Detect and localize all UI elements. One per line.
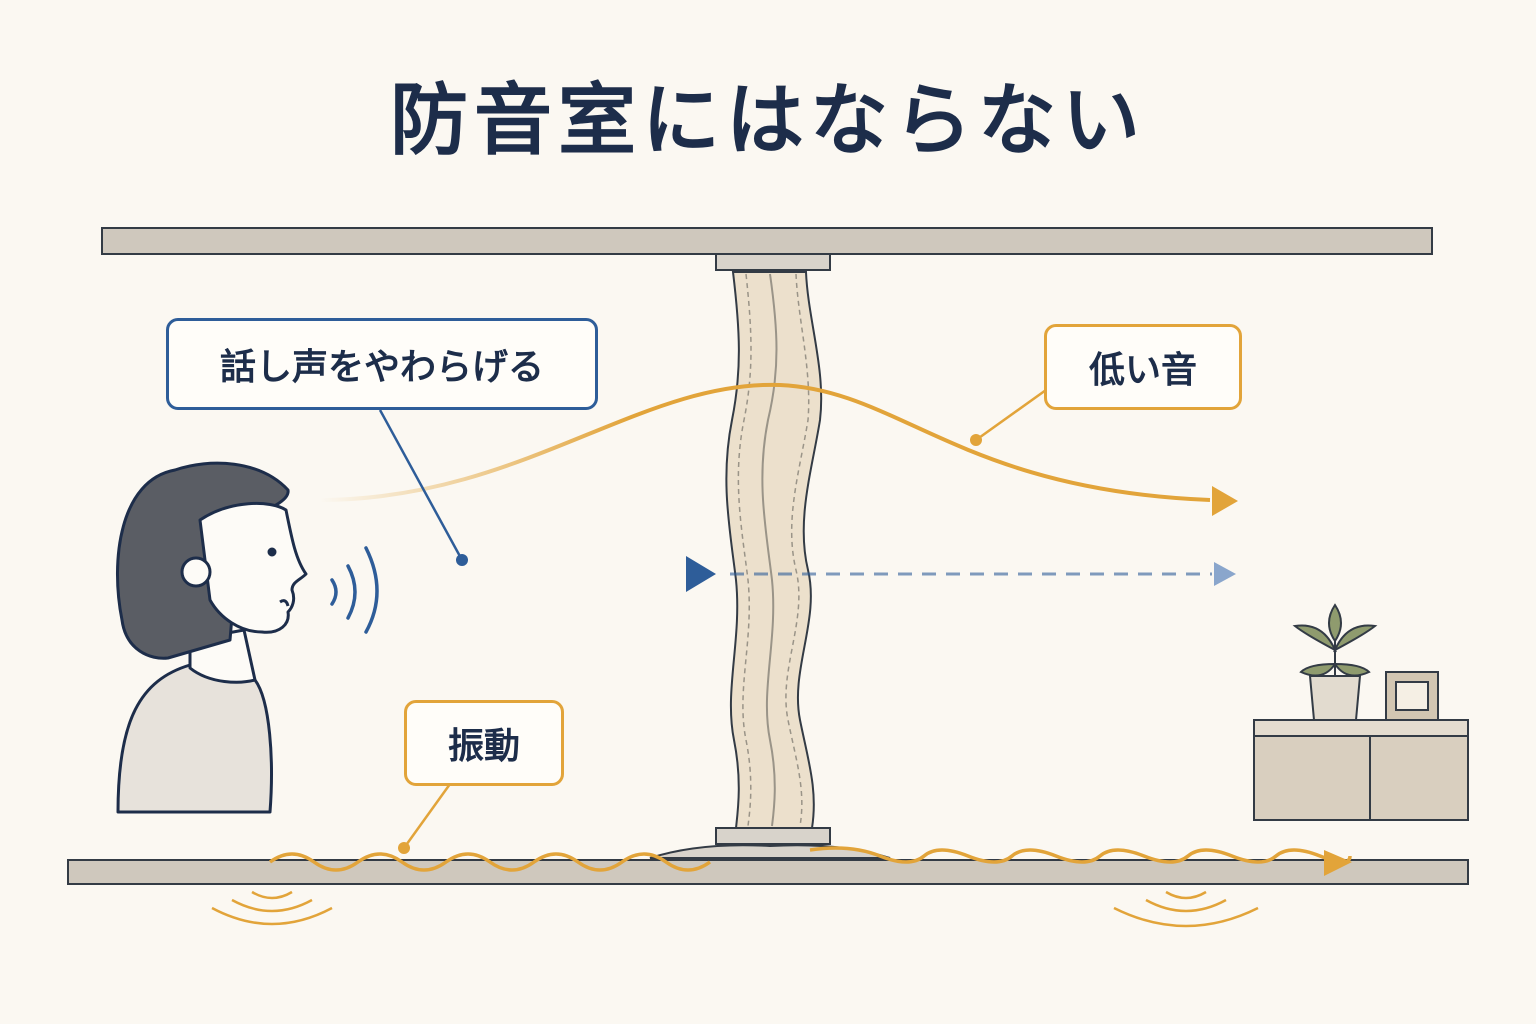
attenuated-arrowhead <box>1214 562 1236 586</box>
photo-frame-icon <box>1385 671 1439 721</box>
page-title: 防音室にはならない <box>389 75 1146 166</box>
vibration-leader <box>402 783 452 849</box>
sound-waves-icon <box>330 546 379 634</box>
floor-ripples-right <box>1113 890 1259 928</box>
cabinet-icon <box>1253 719 1469 821</box>
ceiling-beam <box>101 227 1433 255</box>
partition-panel <box>725 271 823 829</box>
floor-beam <box>67 859 1469 885</box>
partition-bottom-cap <box>715 827 831 845</box>
speech-callout-label: 話し声をやわらげる <box>219 347 544 388</box>
person-eye <box>267 547 277 557</box>
person-face <box>198 501 308 634</box>
speech-leader-dot <box>456 554 468 566</box>
low-sound-arrowhead <box>1212 486 1238 516</box>
potted-plant-icon <box>1292 603 1378 721</box>
vibration-wave <box>268 846 1352 872</box>
low-sound-leader-dot <box>970 434 982 446</box>
low-sound-curve <box>319 382 1211 502</box>
vibration-arrowhead <box>1324 850 1352 876</box>
partition-top-cap <box>715 253 831 271</box>
person-ear <box>180 556 212 588</box>
low-sound-callout: 低い音 <box>1044 324 1242 410</box>
speech-leader <box>378 409 464 561</box>
person-icon <box>116 461 308 814</box>
vibration-leader-dot <box>398 842 410 854</box>
vibration-callout-label: 振動 <box>447 726 520 767</box>
speech-arrowhead <box>686 556 716 592</box>
person-body <box>116 663 273 814</box>
person-mouth <box>279 599 290 607</box>
speech-callout: 話し声をやわらげる <box>166 318 598 410</box>
vibration-callout: 振動 <box>404 700 564 786</box>
low-sound-callout-label: 低い音 <box>1088 350 1197 391</box>
floor-ripples-left <box>211 890 333 926</box>
partition-seam-left <box>737 273 752 827</box>
partition-seam-right <box>785 273 810 827</box>
partition-base <box>649 844 891 859</box>
partition-seam-mid <box>761 273 778 827</box>
